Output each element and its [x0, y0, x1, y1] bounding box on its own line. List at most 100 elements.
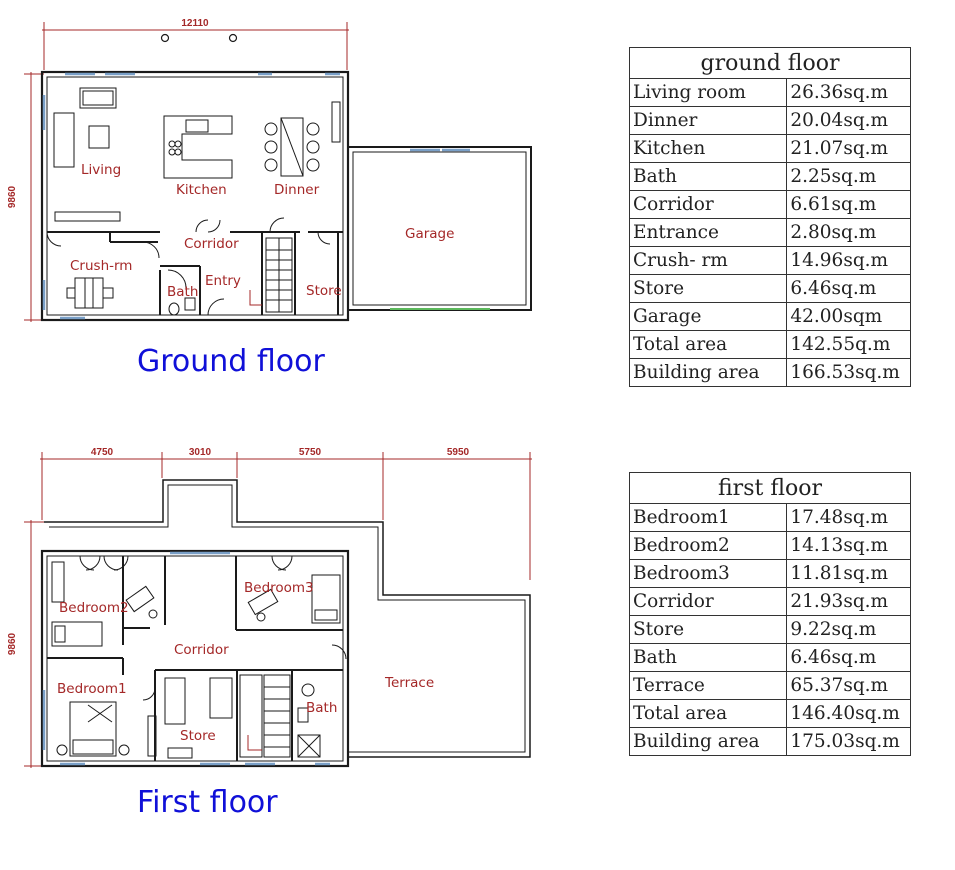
- first-dimension-lines: [24, 452, 532, 768]
- room-label-terrace: Terrace: [384, 675, 434, 691]
- ground-doors: [46, 217, 331, 316]
- first-width-label-4: 5950: [447, 447, 470, 458]
- ground-width-label: 12110: [181, 18, 209, 29]
- room-name-cell: Corridor: [628, 190, 788, 219]
- room-area-cell: 6.46sq.m: [786, 274, 911, 303]
- room-area-cell: 11.81sq.m: [786, 559, 911, 588]
- ground-inner-wall: [46, 76, 344, 316]
- room-area-cell: 6.61sq.m: [786, 190, 911, 219]
- room-name-cell: Bedroom3: [628, 559, 788, 588]
- terrace-outline: [44, 479, 531, 758]
- room-name-cell: Bath: [628, 643, 788, 672]
- room-name-cell: Corridor: [628, 587, 788, 616]
- room-label-store: Store: [306, 283, 342, 299]
- living-furniture: [53, 87, 121, 222]
- kitchen-furniture: [163, 115, 233, 179]
- room-area-cell: 21.93sq.m: [786, 587, 911, 616]
- first-width-label-2: 3010: [189, 447, 212, 458]
- room-label-bath-first: Bath: [306, 700, 337, 716]
- room-name-cell: Building area: [628, 727, 788, 756]
- room-area-cell: 6.46sq.m: [786, 643, 911, 672]
- room-label-entry: Entry: [205, 273, 241, 289]
- ground-interior-walls: [47, 231, 343, 315]
- room-name-cell: Store: [628, 615, 788, 644]
- ground-floor-plan: [24, 22, 532, 322]
- first-width-label-1: 4750: [91, 447, 114, 458]
- first-floor-plan: [24, 452, 532, 768]
- ground-table-title: ground floor: [629, 47, 911, 79]
- first-floor-caption: First floor: [137, 785, 278, 820]
- room-name-cell: Total area: [628, 330, 788, 359]
- room-area-cell: 14.96sq.m: [786, 246, 911, 275]
- first-doors: [79, 555, 347, 701]
- bedroom2-furniture: [51, 561, 158, 647]
- room-label-bedroom2: Bedroom2: [59, 600, 129, 616]
- garage-outline: [347, 146, 532, 311]
- ground-height-label: 9860: [7, 185, 18, 208]
- first-dimension-labels: 4750 3010 5750 5950 9860: [7, 447, 470, 655]
- room-area-cell: 20.04sq.m: [786, 106, 911, 135]
- room-area-cell: 21.07sq.m: [786, 134, 911, 163]
- room-area-cell: 146.40sq.m: [786, 699, 911, 728]
- room-label-bedroom1: Bedroom1: [57, 681, 127, 697]
- bedroom1-furniture: [56, 701, 157, 757]
- room-name-cell: Kitchen: [628, 134, 788, 163]
- first-width-label-3: 5750: [299, 447, 322, 458]
- room-area-cell: 166.53sq.m: [786, 358, 911, 387]
- room-label-corridor-first: Corridor: [174, 642, 229, 658]
- room-label-living: Living: [81, 162, 121, 178]
- room-area-cell: 65.37sq.m: [786, 671, 911, 700]
- first-outer-wall: [40, 549, 350, 768]
- ground-bath-fixtures: [168, 297, 196, 316]
- room-label-bedroom3: Bedroom3: [244, 580, 314, 596]
- room-label-bath: Bath: [167, 284, 198, 300]
- room-label-kitchen: Kitchen: [176, 182, 227, 198]
- first-height-label: 9860: [7, 632, 18, 655]
- room-name-cell: Terrace: [628, 671, 788, 700]
- room-area-cell: 14.13sq.m: [786, 531, 911, 560]
- room-area-cell: 175.03sq.m: [786, 727, 911, 756]
- room-name-cell: Dinner: [628, 106, 788, 135]
- ground-windows: [42, 72, 470, 320]
- room-name-cell: Building area: [628, 358, 788, 387]
- room-label-crush-rm: Crush-rm: [70, 258, 132, 274]
- dining-table: [264, 101, 341, 177]
- room-label-garage: Garage: [405, 226, 454, 242]
- crush-room-furniture: [66, 277, 114, 309]
- first-table-title: first floor: [629, 472, 911, 504]
- room-label-store-first: Store: [180, 728, 216, 744]
- ground-room-labels: Living Kitchen Dinner Corridor Crush-rm …: [70, 162, 454, 300]
- ground-floor-caption: Ground floor: [137, 344, 325, 379]
- room-label-dinner: Dinner: [274, 182, 320, 198]
- ground-dimension-lines: [24, 22, 349, 322]
- ground-dim-marker: [160, 33, 170, 43]
- room-name-cell: Store: [628, 274, 788, 303]
- first-bath-fixtures: [297, 683, 321, 758]
- room-area-cell: 26.36sq.m: [786, 78, 911, 107]
- room-name-cell: Bath: [628, 162, 788, 191]
- ground-dim-marker: [228, 33, 238, 43]
- room-name-cell: Entrance: [628, 218, 788, 247]
- first-stairs: [239, 674, 291, 758]
- room-label-corridor: Corridor: [184, 236, 239, 252]
